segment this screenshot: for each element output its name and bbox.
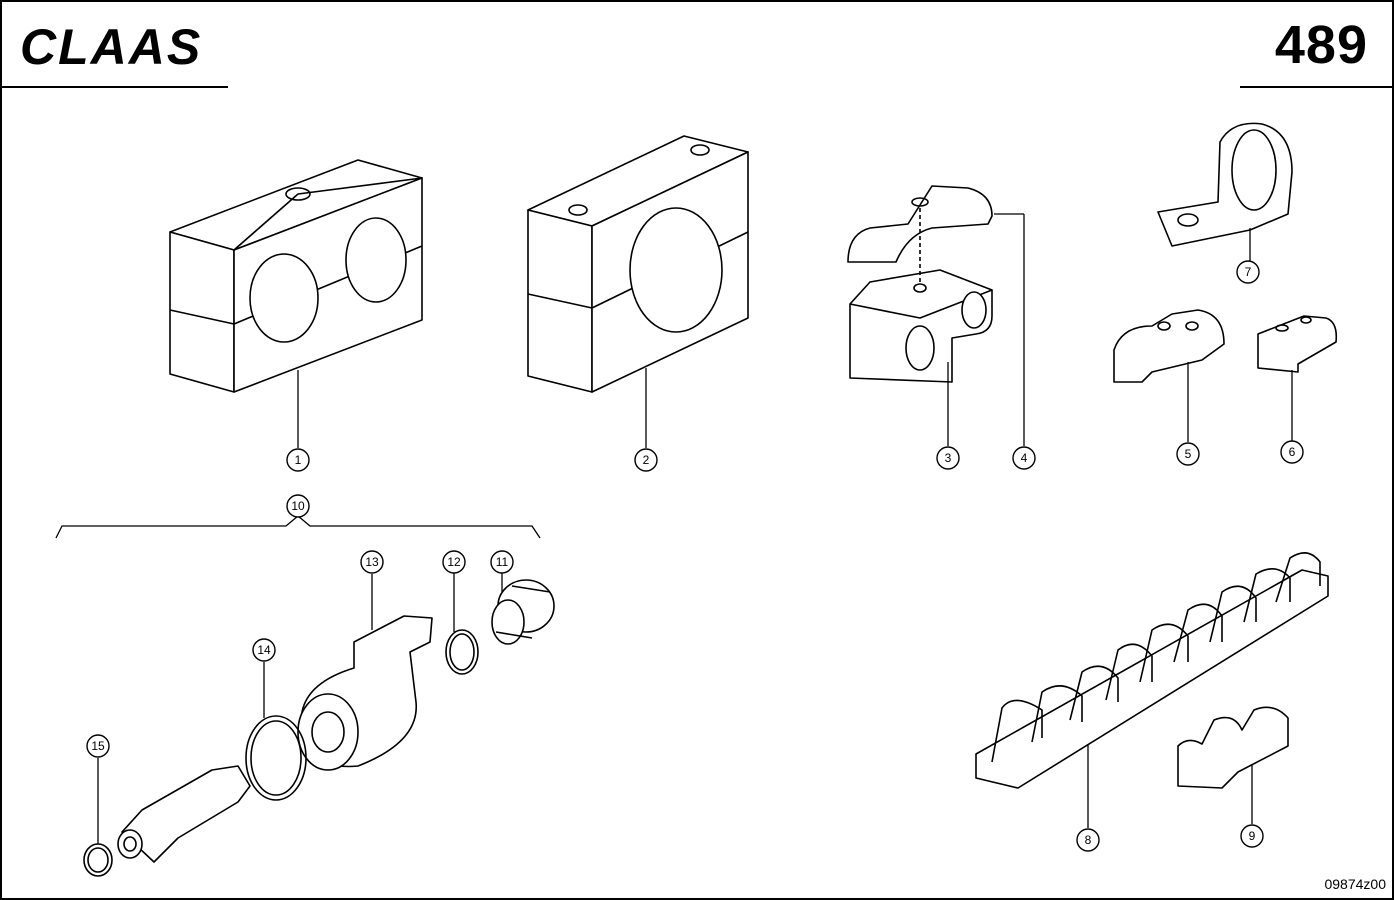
callout-6: 6 <box>1289 445 1296 459</box>
callout-10: 10 <box>291 499 305 513</box>
part-15-o-ring <box>83 843 113 877</box>
valve-cartridge <box>117 765 251 863</box>
page-number: 489 <box>1274 15 1368 75</box>
callout-markers <box>86 260 1304 852</box>
leader-lines <box>55 213 1293 844</box>
callout-1: 1 <box>295 453 302 467</box>
part-13-solenoid-coil <box>297 615 433 771</box>
callout-11: 11 <box>496 555 509 569</box>
part-14-o-ring <box>245 715 307 801</box>
callout-2: 2 <box>643 453 650 467</box>
part-8-clip-rail <box>975 552 1329 789</box>
part-7-p-clip <box>1157 122 1293 247</box>
part-1-double-clamp <box>169 159 423 393</box>
header-rule-left <box>2 86 228 88</box>
callout-7: 7 <box>1245 265 1252 279</box>
part-9-short-clip <box>1177 706 1289 789</box>
part-6-single-clip <box>1257 315 1338 373</box>
brand-text: CLAAS <box>20 19 202 75</box>
callout-labels: 1 2 3 4 5 6 7 8 9 10 11 12 13 14 15 <box>91 265 1295 847</box>
callout-3: 3 <box>945 451 952 465</box>
part-12-o-ring <box>445 629 479 675</box>
part-5-triple-clip <box>1113 309 1225 383</box>
callout-9: 9 <box>1249 829 1256 843</box>
part-3-clamp-base <box>849 269 993 383</box>
part-2-single-clamp <box>527 135 749 393</box>
claas-logo: CLAAS <box>16 16 236 76</box>
callout-12: 12 <box>447 555 461 569</box>
callout-14: 14 <box>257 643 271 657</box>
callout-5: 5 <box>1185 447 1192 461</box>
callout-15: 15 <box>91 739 105 753</box>
header-rule-right <box>1240 86 1392 88</box>
part-4-clamp-cap <box>847 185 993 282</box>
part-11-union-nut <box>491 579 555 645</box>
callout-8: 8 <box>1085 833 1092 847</box>
drawing-code: 09874z00 <box>1324 876 1386 892</box>
callout-4: 4 <box>1021 451 1028 465</box>
callout-13: 13 <box>365 555 379 569</box>
claas-logo-graphic: CLAAS <box>20 19 202 75</box>
